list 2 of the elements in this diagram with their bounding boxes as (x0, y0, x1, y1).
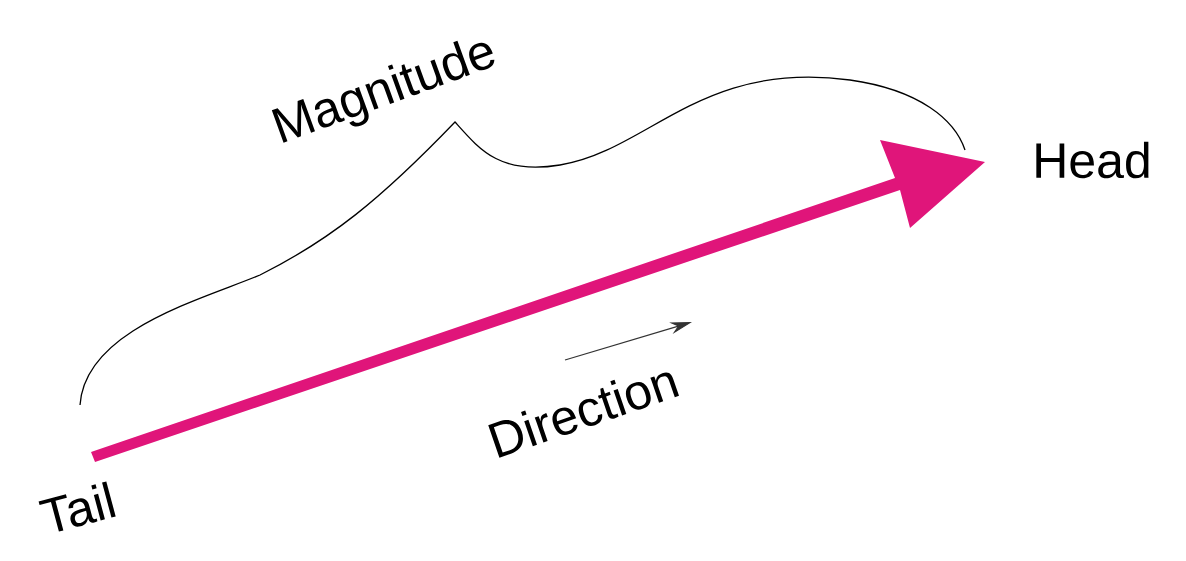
tail-label: Tail (38, 481, 116, 532)
head-label: Head (1036, 141, 1149, 179)
